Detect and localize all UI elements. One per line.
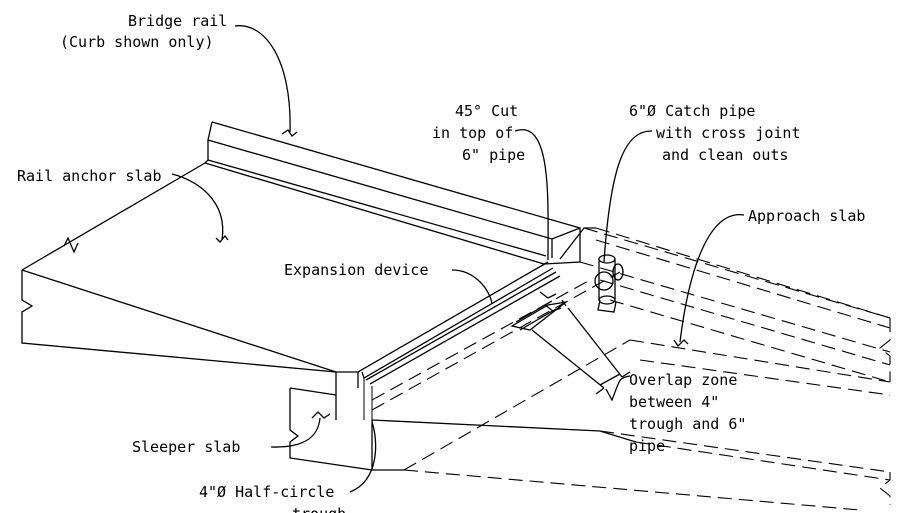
approach-slab-hidden-lines (371, 227, 891, 511)
leader-catch-pipe (603, 130, 653, 263)
leader-sleeper-slab (270, 417, 321, 448)
leader-approach-slab (679, 214, 745, 343)
label-overlap-line3: trough and 6" (629, 415, 746, 433)
label-cut-line1: 45° Cut (455, 102, 518, 120)
label-overlap-line1: Overlap zone (629, 371, 737, 389)
label-approach-slab: Approach slab (748, 207, 865, 225)
label-sleeper-slab: Sleeper slab (132, 438, 240, 456)
leader-lines (171, 25, 745, 493)
label-catch-pipe-line1: 6"Ø Catch pipe (629, 102, 755, 120)
label-cut-line2: in top of (432, 124, 513, 142)
expansion-joint (335, 261, 561, 420)
leader-bridge-rail (234, 25, 291, 133)
label-cut-line3: 6" pipe (462, 146, 525, 164)
leader-cut (514, 128, 549, 261)
rail-anchor-slab (21, 162, 545, 373)
labels: Bridge rail (Curb shown only) Rail ancho… (17, 12, 865, 513)
label-bridge-rail: Bridge rail (128, 12, 227, 30)
label-trough-line2: trough (292, 505, 346, 513)
leader-trough (349, 421, 377, 493)
label-expansion-device: Expansion device (284, 261, 429, 279)
label-overlap-line2: between 4" (629, 393, 719, 411)
catch-pipe-assembly (559, 227, 624, 313)
label-catch-pipe-line2: with cross joint (656, 124, 801, 142)
label-catch-pipe-line3: and clean outs (662, 146, 788, 164)
label-curb-shown-only: (Curb shown only) (60, 33, 214, 51)
label-overlap-line4: pipe (629, 437, 665, 455)
sleeper-slab (289, 387, 637, 471)
bridge-rail (204, 121, 581, 265)
leader-expansion-device (451, 269, 493, 305)
leader-rail-anchor-slab (171, 173, 224, 241)
label-trough-line1: 4"Ø Half-circle (199, 483, 334, 501)
label-rail-anchor-slab: Rail anchor slab (17, 167, 162, 185)
overlap-dimension (531, 329, 605, 389)
